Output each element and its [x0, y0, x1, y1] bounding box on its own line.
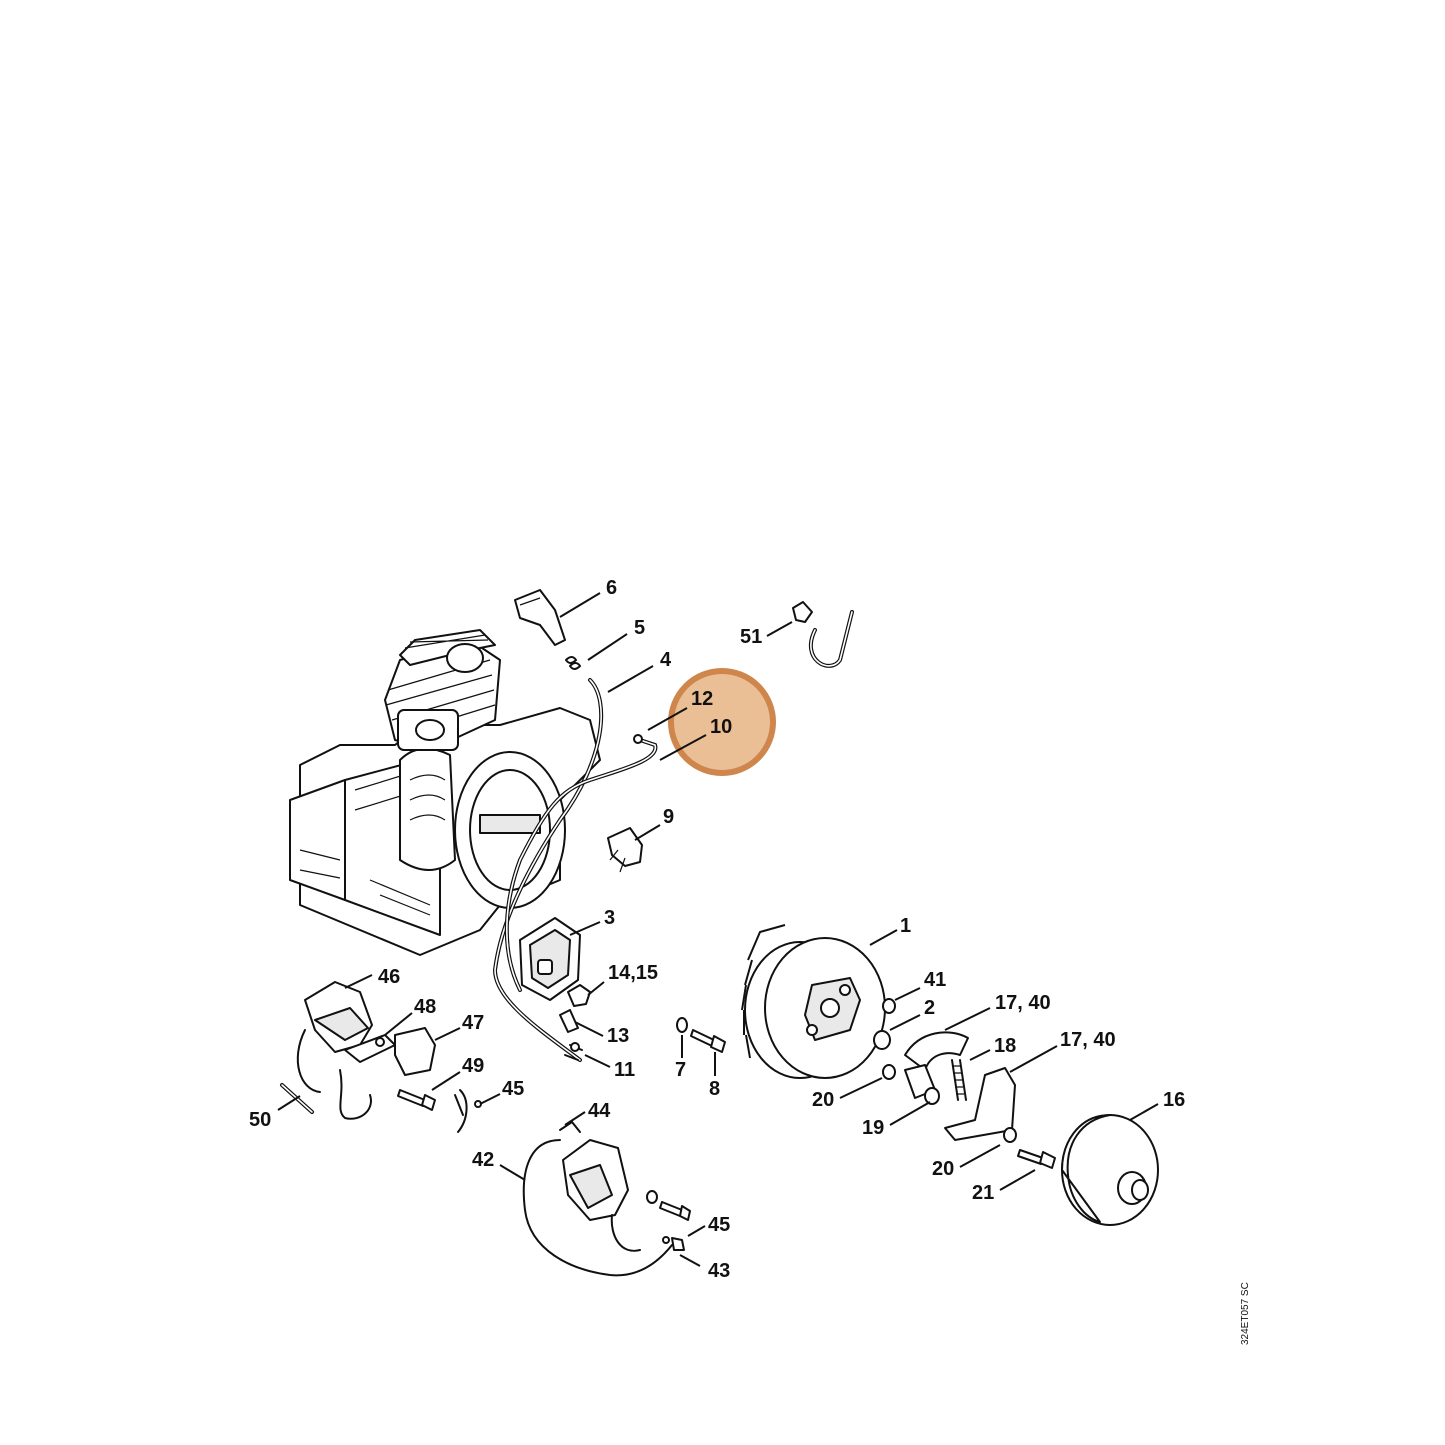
- label-41: 41: [924, 969, 946, 991]
- ignition-module-42[interactable]: [522, 1139, 673, 1277]
- label-2: 2: [924, 997, 935, 1019]
- label-12: 12: [691, 688, 713, 710]
- label-9: 9: [663, 806, 674, 828]
- label-10: 10: [710, 716, 732, 738]
- label-14-15: 14,15: [608, 962, 658, 984]
- nut-2[interactable]: [873, 1030, 891, 1050]
- label-13: 13: [607, 1025, 629, 1047]
- label-6: 6: [606, 577, 617, 599]
- label-43: 43: [708, 1260, 730, 1282]
- ignition-module-46[interactable]: [296, 981, 373, 1093]
- flywheel-1[interactable]: [741, 924, 886, 1079]
- clutch-shoe-17-40-b[interactable]: [944, 1067, 1016, 1141]
- label-17-40-b: 17, 40: [1060, 1029, 1116, 1051]
- washer-20-b[interactable]: [1003, 1127, 1017, 1143]
- screw-14-15[interactable]: [567, 984, 591, 1007]
- label-3: 3: [604, 907, 615, 929]
- label-47: 47: [462, 1012, 484, 1034]
- part-11[interactable]: [564, 1042, 583, 1061]
- label-11: 11: [614, 1059, 635, 1081]
- label-19: 19: [862, 1117, 884, 1139]
- label-1: 1: [900, 915, 911, 937]
- screw-21[interactable]: [1017, 1149, 1056, 1169]
- clutch-shoe-19[interactable]: [904, 1064, 940, 1105]
- washer-41[interactable]: [882, 998, 896, 1014]
- label-50: 50: [249, 1109, 271, 1131]
- part-47[interactable]: [394, 1027, 436, 1076]
- engine-crankcase: [289, 629, 601, 956]
- leader-lines: [277, 592, 1159, 1267]
- label-46: 46: [378, 966, 400, 988]
- ignition-lead-4[interactable]: [492, 678, 604, 1062]
- screw-8[interactable]: [690, 1029, 726, 1053]
- label-5: 5: [634, 617, 645, 639]
- label-42: 42: [472, 1149, 494, 1171]
- part-44[interactable]: [559, 1120, 581, 1133]
- spring-5[interactable]: [565, 656, 582, 670]
- washer-20-a[interactable]: [882, 1064, 896, 1080]
- ignition-module-3[interactable]: [519, 917, 581, 1001]
- part-13[interactable]: [559, 1009, 579, 1033]
- fuel-hose-51[interactable]: [792, 601, 854, 668]
- clutch-shoe-17-40-a[interactable]: [904, 1031, 969, 1071]
- clutch-drum-16[interactable]: [1061, 1114, 1159, 1226]
- label-8: 8: [709, 1078, 720, 1100]
- part-45-a[interactable]: [454, 1089, 482, 1133]
- part-43[interactable]: [662, 1236, 685, 1251]
- label-17-40-a: 17, 40: [995, 992, 1051, 1014]
- diagram-code: 324ET057 SC: [1240, 1282, 1251, 1345]
- spark-plug-boot-6[interactable]: [514, 589, 566, 646]
- label-21: 21: [972, 1182, 994, 1204]
- label-49: 49: [462, 1055, 484, 1077]
- label-16: 16: [1163, 1089, 1185, 1111]
- short-circuit-wire-10[interactable]: [504, 734, 658, 992]
- label-20-b: 20: [932, 1158, 954, 1180]
- washer-7[interactable]: [676, 1017, 688, 1033]
- label-45-b: 45: [708, 1214, 730, 1236]
- screw-49[interactable]: [397, 1089, 436, 1111]
- label-20-a: 20: [812, 1089, 834, 1111]
- switch-9[interactable]: [607, 827, 643, 873]
- label-51: 51: [740, 626, 762, 648]
- spring-18[interactable]: [951, 1059, 967, 1101]
- washer-screw-45-b[interactable]: [646, 1190, 691, 1221]
- label-4: 4: [660, 649, 672, 671]
- highlight-marker[interactable]: [668, 668, 776, 776]
- label-45-a: 45: [502, 1078, 524, 1100]
- label-18: 18: [994, 1035, 1016, 1057]
- label-7: 7: [675, 1059, 686, 1081]
- label-44: 44: [588, 1100, 611, 1122]
- label-48: 48: [414, 996, 436, 1018]
